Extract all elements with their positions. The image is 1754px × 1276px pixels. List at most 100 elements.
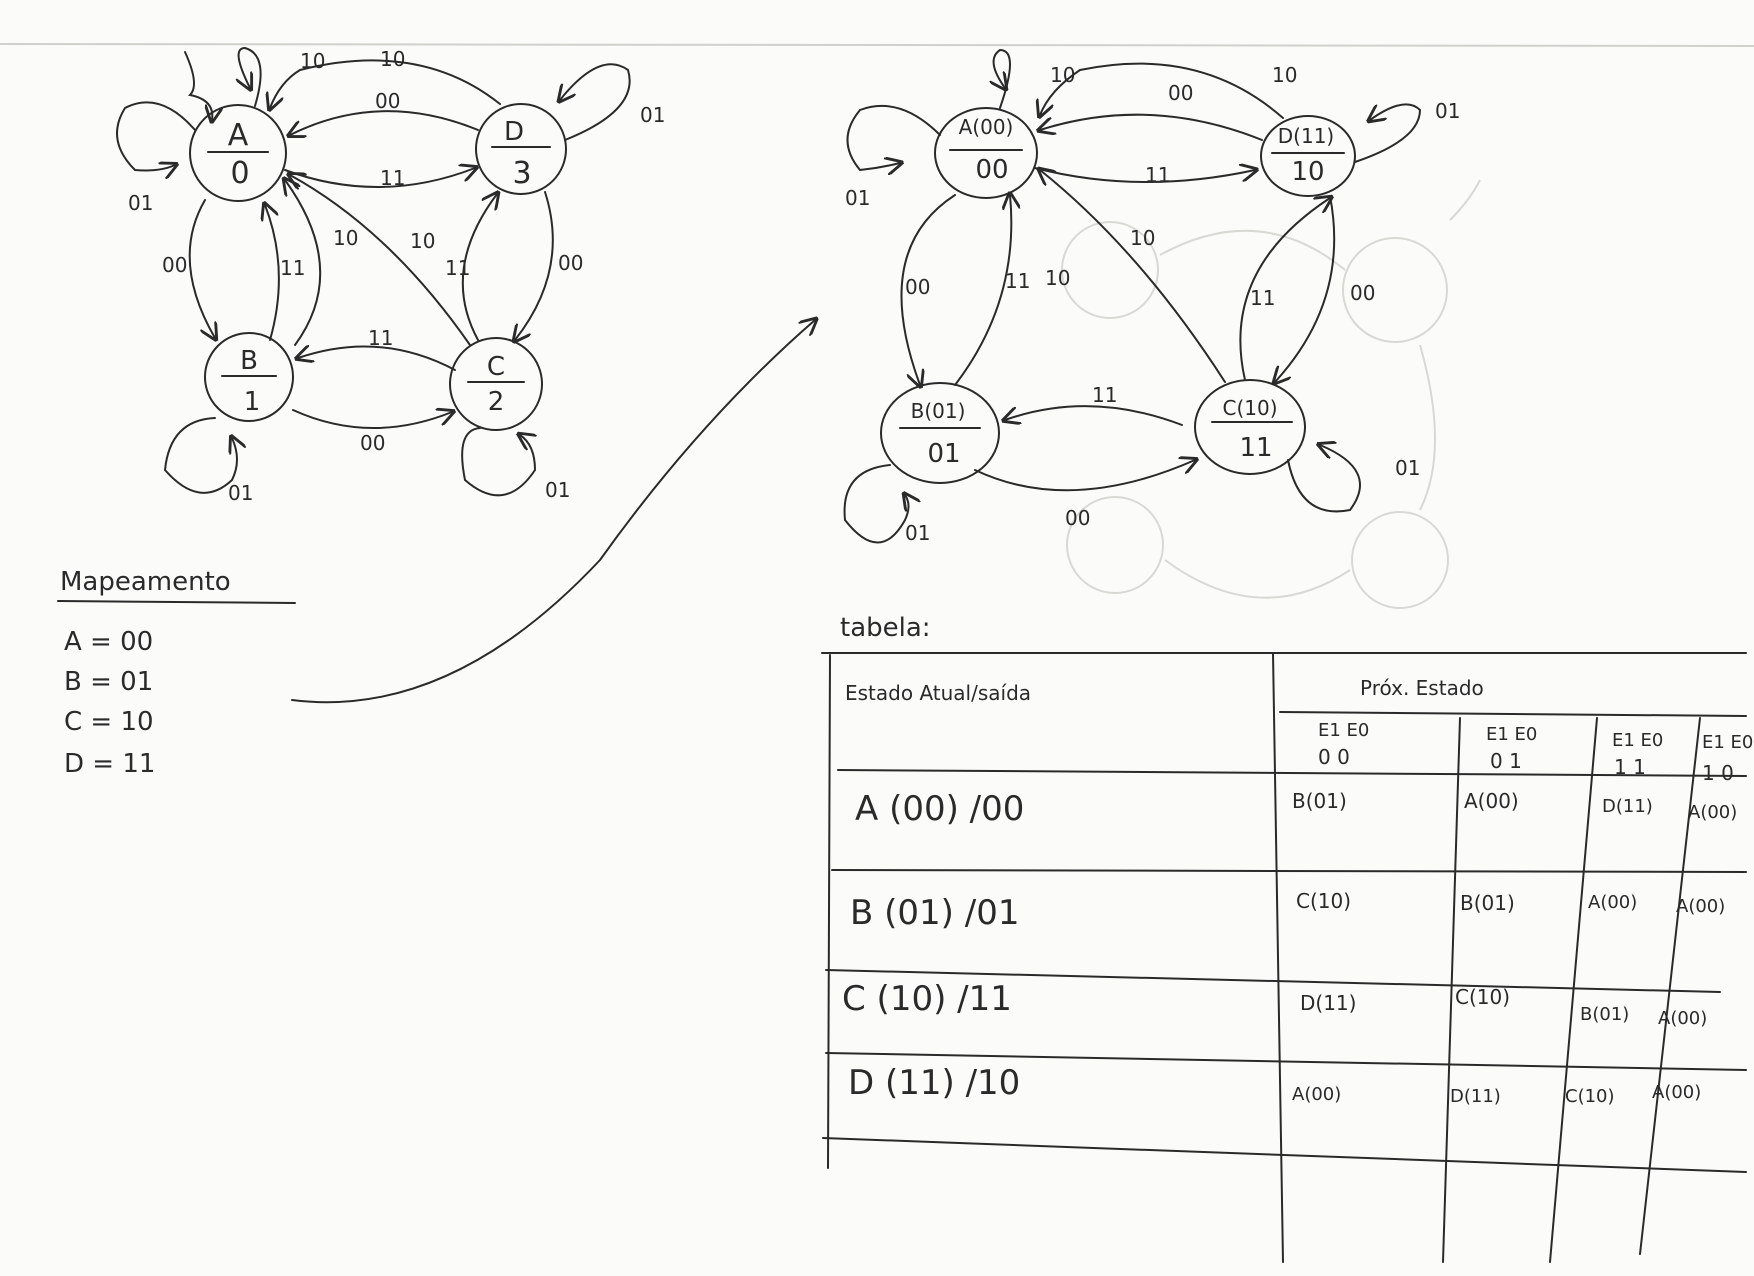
mapping-section: Mapeamento A = 00 B = 01 C = 10 D = 11 bbox=[57, 567, 296, 779]
right-label-b-to-c: 00 bbox=[1065, 506, 1090, 530]
right-label-d-to-c: 00 bbox=[1350, 281, 1375, 305]
right-c-self bbox=[1287, 445, 1361, 513]
transition-table: tabela: Estado Atual/saída Próx. Estado … bbox=[821, 613, 1753, 1263]
left-label-c-to-b: 11 bbox=[368, 326, 393, 350]
left-label-d-to-a: 00 bbox=[375, 89, 400, 113]
left-b-to-a bbox=[265, 205, 280, 341]
left-label-d-to-a-top: 10 bbox=[380, 47, 405, 71]
left-d-to-a-top bbox=[270, 59, 501, 108]
right-state-d-name: D(11) bbox=[1278, 124, 1334, 148]
right-state-a-value: 00 bbox=[975, 155, 1008, 185]
table-cell: A(00) bbox=[1588, 892, 1637, 913]
left-state-d-name: D bbox=[504, 117, 524, 147]
table-cell: D(11) bbox=[1300, 991, 1356, 1015]
left-c-self bbox=[461, 427, 535, 497]
left-state-a-value: 0 bbox=[230, 156, 249, 191]
mapping-row: C = 10 bbox=[64, 707, 154, 737]
scan-edge bbox=[0, 43, 1754, 47]
left-label-c-to-a: 10 bbox=[410, 229, 435, 253]
right-state-a-name: A(00) bbox=[959, 115, 1014, 139]
table-row-state: C (10) /11 bbox=[842, 979, 1012, 1019]
table-cell: C(10) bbox=[1565, 1086, 1615, 1107]
table-input-vars: E1 E0 bbox=[1702, 732, 1753, 753]
left-label-a-to-d: 11 bbox=[380, 166, 405, 190]
left-a-to-d bbox=[284, 168, 475, 188]
left-label-a-to-b: 00 bbox=[162, 253, 187, 277]
left-state-c: C 2 bbox=[449, 337, 543, 431]
right-d-to-c bbox=[1275, 195, 1336, 382]
mapping-row: A = 00 bbox=[64, 627, 153, 657]
right-label-d-to-a-top: 10 bbox=[1272, 63, 1297, 87]
left-state-d-value: 3 bbox=[512, 156, 531, 191]
table-cell: A(00) bbox=[1688, 802, 1737, 823]
table-title: tabela: bbox=[840, 613, 931, 643]
left-label-b-to-c: 00 bbox=[360, 431, 385, 455]
table-header-current: Estado Atual/saída bbox=[845, 681, 1031, 705]
right-label-c-to-b: 11 bbox=[1092, 383, 1117, 407]
right-label-d-to-a: 00 bbox=[1168, 81, 1193, 105]
left-state-b-value: 1 bbox=[244, 387, 261, 417]
right-c-to-b bbox=[1005, 405, 1183, 426]
table-cell: C(10) bbox=[1296, 889, 1351, 913]
right-label-a-self-top: 10 bbox=[1050, 63, 1075, 87]
left-state-a-name: A bbox=[228, 118, 249, 153]
left-label-a-self-top: 10 bbox=[300, 49, 325, 73]
table-input-value: 0 1 bbox=[1490, 749, 1522, 773]
left-label-d-self: 01 bbox=[640, 103, 665, 127]
left-state-c-name: C bbox=[487, 352, 505, 382]
table-cell: B(01) bbox=[1460, 891, 1515, 915]
left-state-d: D 3 bbox=[475, 103, 567, 195]
table-input-vars: E1 E0 bbox=[1612, 730, 1663, 751]
left-d-to-a bbox=[290, 110, 479, 135]
right-state-b: B(01) 01 bbox=[880, 382, 1000, 484]
left-state-b-name: B bbox=[240, 346, 258, 376]
table-input-vars: E1 E0 bbox=[1486, 724, 1537, 745]
right-label-a-to-b: 00 bbox=[905, 275, 930, 299]
right-label-c-self: 01 bbox=[1395, 456, 1420, 480]
table-cell: A(00) bbox=[1292, 1084, 1341, 1105]
right-label-c-to-a: 10 bbox=[1130, 226, 1155, 250]
right-state-c-value: 11 bbox=[1239, 433, 1272, 463]
left-a-to-b bbox=[188, 199, 215, 338]
table-cell: A(00) bbox=[1658, 1008, 1707, 1029]
table-input-vars: E1 E0 bbox=[1318, 720, 1369, 741]
table-input-value: 0 0 bbox=[1318, 745, 1350, 769]
table-input-value: 1 0 bbox=[1702, 761, 1734, 785]
table-header-next: Próx. Estado bbox=[1360, 676, 1484, 700]
left-state-diagram: A 0 D 3 B 1 C 2 bbox=[116, 46, 665, 505]
table-cell: C(10) bbox=[1455, 985, 1510, 1009]
initial-state-arrow bbox=[184, 51, 212, 120]
right-state-b-name: B(01) bbox=[911, 399, 966, 423]
bleed-through-ghost bbox=[1061, 179, 1481, 609]
right-state-b-value: 01 bbox=[927, 439, 960, 469]
table-cell: B(01) bbox=[1292, 789, 1347, 813]
right-a-self-left bbox=[846, 104, 941, 170]
right-label-a-to-d: 11 bbox=[1145, 163, 1170, 187]
right-a-to-b bbox=[900, 194, 956, 385]
right-state-c: C(10) 11 bbox=[1194, 379, 1306, 475]
right-label-a-self-left: 01 bbox=[845, 186, 870, 210]
table-row-state: A (00) /00 bbox=[855, 789, 1024, 829]
left-label-a-self-left: 01 bbox=[128, 191, 153, 215]
left-label-b-to-a-2: 10 bbox=[333, 226, 358, 250]
left-c-to-a bbox=[290, 175, 471, 346]
left-b-to-c bbox=[292, 410, 452, 429]
table-cell: B(01) bbox=[1580, 1004, 1629, 1025]
right-state-d-value: 10 bbox=[1291, 157, 1324, 187]
right-label-b-to-a-2: 10 bbox=[1045, 266, 1070, 290]
right-d-to-a bbox=[1040, 113, 1263, 141]
right-state-c-name: C(10) bbox=[1222, 396, 1277, 420]
left-c-to-b bbox=[298, 346, 456, 371]
left-label-b-to-a: 11 bbox=[280, 256, 305, 280]
mapping-title: Mapeamento bbox=[60, 567, 231, 597]
left-a-self-top bbox=[239, 46, 262, 107]
right-c-to-a bbox=[1040, 170, 1226, 383]
right-state-a: A(00) 00 bbox=[934, 107, 1038, 199]
right-label-c-to-d: 11 bbox=[1250, 286, 1275, 310]
left-label-d-to-c: 00 bbox=[558, 251, 583, 275]
right-b-self bbox=[843, 464, 909, 544]
table-cell: A(00) bbox=[1464, 789, 1519, 813]
table-row-state: D (11) /10 bbox=[848, 1063, 1020, 1103]
left-b-self bbox=[163, 417, 237, 494]
